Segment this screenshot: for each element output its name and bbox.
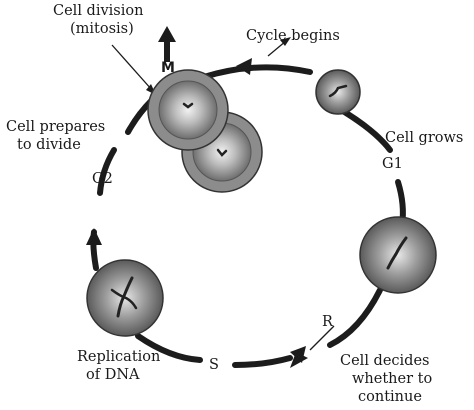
decides-label-line2: whether to	[352, 371, 432, 387]
cycle-begins-label: Cycle begins	[246, 28, 340, 44]
r-pointer	[309, 325, 335, 351]
ring-arc-top-right	[335, 105, 393, 153]
r-label: R	[322, 314, 334, 330]
m-exit-arrow	[158, 26, 176, 62]
arrowhead-r	[290, 352, 308, 368]
cycle-begins-pointer-head	[280, 37, 291, 46]
mitosis-pointer	[111, 44, 153, 91]
arrowhead-top	[236, 58, 252, 75]
decides-label-line1: Cell decides	[340, 353, 430, 369]
g2-label: G2	[92, 171, 113, 187]
g1-label: G1	[382, 156, 403, 172]
ring-arc-bottom-right	[232, 355, 293, 368]
prepares-label-line2: to divide	[17, 137, 81, 153]
replication-label-line2: of DNA	[86, 367, 140, 383]
mitosis-label-line1: Cell division	[53, 3, 143, 19]
mitosis-label-line2: (mitosis)	[70, 21, 134, 37]
s-label: S	[209, 357, 219, 373]
arrowhead-left	[86, 228, 102, 245]
ring-arc-upper-left	[97, 147, 117, 196]
small-cell	[315, 69, 361, 115]
ring-arrowheads	[86, 58, 308, 368]
dividing-cells	[147, 69, 263, 193]
m-phase-label: M	[161, 60, 175, 76]
ring-arc-lower-right	[327, 287, 383, 348]
prepares-label-line1: Cell prepares	[6, 119, 105, 135]
decides-label-line3: continue	[358, 389, 422, 405]
ring-arc-bottom-left	[135, 333, 203, 363]
grown-cell	[359, 216, 437, 294]
replicating-cell	[86, 259, 164, 337]
replication-label-line1: Replication	[77, 349, 160, 365]
cell-grows-label: Cell grows	[385, 130, 463, 146]
